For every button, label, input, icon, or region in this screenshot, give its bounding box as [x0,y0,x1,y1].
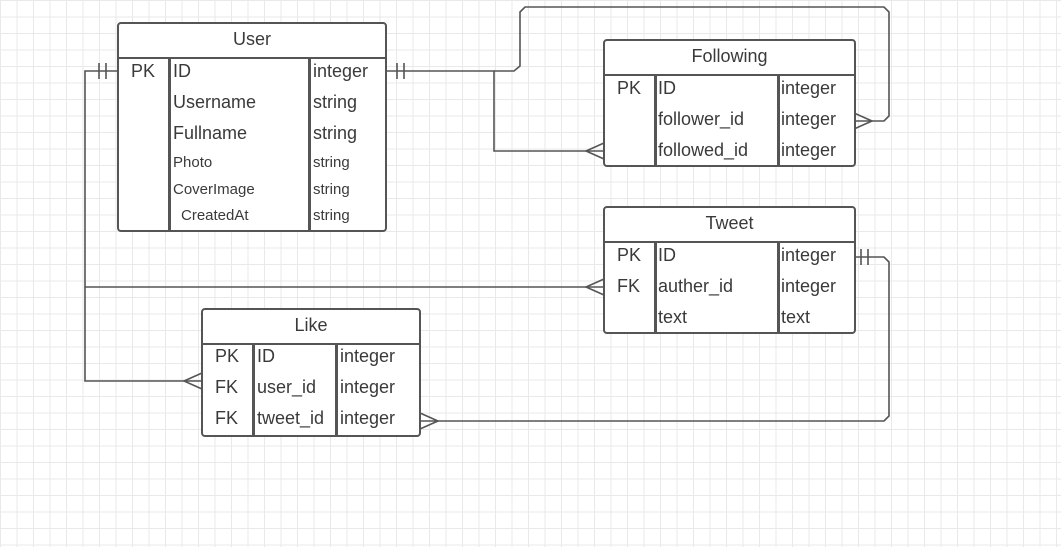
field-name: ID [173,61,191,81]
column-divider [777,241,780,332]
field-name: ID [658,245,676,265]
entity-like[interactable]: Like PK ID integer FK user_id integer FK… [201,308,421,437]
key-cell: FK [617,276,641,296]
field-type: string [313,181,350,198]
entity-user[interactable]: User PK ID integer Username string Fulln… [117,22,387,232]
field-type: string [313,154,350,171]
key-cell: PK [215,346,240,366]
field-type: string [313,92,358,112]
field-type: integer [781,78,837,98]
column-divider [777,74,780,165]
field-name: Fullname [173,123,248,143]
field-type: string [313,123,358,143]
key-cell: PK [617,245,642,265]
field-type: integer [340,408,396,428]
key-cell: PK [617,78,642,98]
key-cell: FK [215,377,239,397]
column-divider [335,343,338,435]
key-cell: PK [131,61,156,81]
entity-title: Like [203,310,419,345]
field-type: integer [340,377,396,397]
entity-title: Following [605,41,854,76]
relation-user-like [84,287,203,390]
entity-following[interactable]: Following PK ID integer follower_id inte… [603,39,856,167]
field-name: CreatedAt [181,207,249,224]
column-divider [168,57,171,230]
entity-title: Tweet [605,208,854,243]
field-name: Photo [173,154,213,171]
column-divider [654,241,657,332]
field-name: ID [658,78,676,98]
field-name: follower_id [658,109,745,129]
column-divider [252,343,255,435]
field-type: integer [781,109,837,129]
field-name: user_id [257,377,317,397]
column-divider [308,57,311,230]
field-type: string [313,207,350,224]
field-type: integer [781,140,837,160]
field-name: followed_id [658,140,749,160]
field-name: CoverImage [173,181,255,198]
field-name: text [658,307,688,327]
relation-user-following-follower [494,6,890,130]
relation-user-tweet [84,63,605,296]
key-cell: FK [215,408,239,428]
field-type: integer [781,276,837,296]
field-name: tweet_id [257,408,325,428]
relation-user-following-followed [386,63,605,160]
field-type: integer [781,245,837,265]
field-name: Username [173,92,257,112]
relation-tweet-like [419,249,890,430]
field-name: ID [257,346,275,366]
entity-title: User [119,24,385,59]
column-divider [654,74,657,165]
entity-tweet[interactable]: Tweet PK ID integer FK auther_id integer… [603,206,856,334]
field-type: integer [340,346,396,366]
field-type: text [781,307,811,327]
field-type: integer [313,61,369,81]
field-name: auther_id [658,276,734,296]
